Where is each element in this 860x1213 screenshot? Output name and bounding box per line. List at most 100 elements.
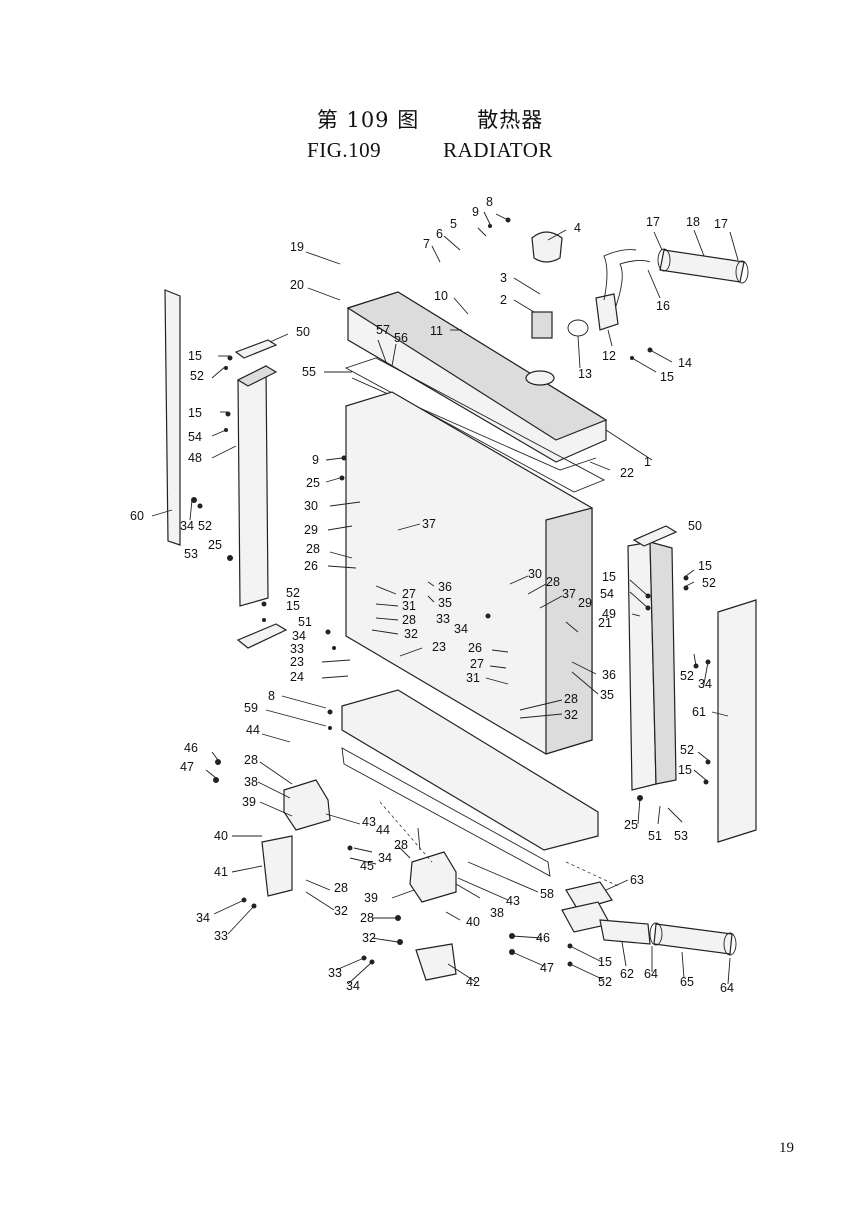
callout-28-c: 28 (546, 575, 560, 589)
leader-lines (151, 211, 739, 985)
callout-52-b: 52 (198, 519, 212, 533)
callout-17-b: 17 (714, 217, 728, 231)
callout-40-b: 40 (466, 915, 480, 929)
side-plate-right (717, 599, 757, 843)
assembly-line-2 (379, 801, 433, 863)
callout-21: 21 (598, 616, 612, 630)
callout-33-d: 33 (328, 966, 342, 980)
hose-clamp-17b (735, 260, 749, 284)
callout-7: 7 (423, 237, 430, 251)
radiator-cap (531, 231, 563, 263)
callout-15-f: 15 (698, 559, 712, 573)
callout-36-b: 36 (602, 668, 616, 682)
side-support-48-top (236, 365, 278, 387)
callout-2: 2 (500, 293, 507, 307)
callout-27-b: 27 (470, 657, 484, 671)
callout-42: 42 (466, 975, 480, 989)
callout-49: 49 (602, 607, 616, 621)
callout-43-a: 43 (362, 815, 376, 829)
callout-38-a: 38 (244, 775, 258, 789)
lower-hose (653, 923, 733, 955)
upper-tank-top (346, 291, 608, 441)
callout-30-a: 30 (304, 499, 318, 513)
upper-hose (659, 249, 745, 283)
callout-52-f: 52 (680, 743, 694, 757)
callout-25-b: 25 (208, 538, 222, 552)
callout-5: 5 (450, 217, 457, 231)
callout-43-b: 43 (506, 894, 520, 908)
lower-pipe (599, 919, 651, 945)
callout-1: 1 (644, 455, 651, 469)
callout-20: 20 (290, 278, 304, 292)
figure-name-en: RADIATOR (443, 138, 553, 162)
callout-28-a: 28 (306, 542, 320, 556)
callout-34-a: 34 (180, 519, 194, 533)
callout-59: 59 (244, 701, 258, 715)
callout-19: 19 (290, 240, 304, 254)
callout-30-b: 30 (528, 567, 542, 581)
bracket-41 (261, 835, 293, 897)
callout-22: 22 (620, 466, 634, 480)
callout-41: 41 (214, 865, 228, 879)
plate-50-right (632, 525, 678, 547)
callout-60: 60 (130, 509, 144, 523)
callout-58: 58 (540, 887, 554, 901)
callout-38-b: 38 (490, 906, 504, 920)
callout-45: 45 (360, 859, 374, 873)
callout-44-a: 44 (246, 723, 260, 737)
callout-37-a: 37 (422, 517, 436, 531)
page-number: 19 (779, 1140, 794, 1156)
callout-53-b: 53 (674, 829, 688, 843)
callout-32-b: 32 (564, 708, 578, 722)
callout-39-a: 39 (242, 795, 256, 809)
callout-11: 11 (430, 324, 443, 338)
callout-64-b: 64 (720, 981, 734, 995)
filler-neck (525, 370, 555, 386)
callout-26-a: 26 (304, 559, 318, 573)
hose-clamp-64b (723, 932, 737, 956)
lower-tank (341, 689, 599, 851)
callout-25-a: 25 (306, 476, 320, 490)
callout-18: 18 (686, 215, 700, 229)
callout-15-e: 15 (602, 570, 616, 584)
callout-52-g: 52 (598, 975, 612, 989)
callout-15-g: 15 (678, 763, 692, 777)
callout-57: 57 (376, 323, 390, 337)
callout-28-e: 28 (244, 753, 258, 767)
callout-labels: 1 2 3 4 5 6 7 8 8 9 9 10 11 12 13 14 15 … (130, 195, 734, 995)
callout-56: 56 (394, 331, 408, 345)
callout-17-a: 17 (646, 215, 660, 229)
callout-15-a: 15 (660, 370, 674, 384)
callout-12: 12 (602, 349, 616, 363)
callout-63: 63 (630, 873, 644, 887)
callout-29-a: 29 (304, 523, 318, 537)
callout-25-c: 25 (624, 818, 638, 832)
filler-part-2 (531, 311, 553, 339)
callout-24: 24 (290, 670, 304, 684)
side-plate-left (164, 289, 181, 546)
callout-51-a: 51 (298, 615, 312, 629)
callout-28-g: 28 (334, 881, 348, 895)
callout-8-lower: 8 (268, 689, 275, 703)
callout-40-a: 40 (214, 829, 228, 843)
callout-65: 65 (680, 975, 694, 989)
callout-23-a: 23 (432, 640, 446, 654)
callout-50-a: 50 (296, 325, 310, 339)
callout-34-b: 34 (454, 622, 468, 636)
side-support-48 (237, 365, 269, 607)
hose-clamp-17a (657, 248, 671, 272)
callout-15-d: 15 (286, 599, 300, 613)
callout-27-a: 27 (402, 587, 416, 601)
callout-53-a: 53 (184, 547, 198, 561)
callout-48: 48 (188, 451, 202, 465)
callout-13: 13 (578, 367, 592, 381)
figure-title-chinese: 第 109 图散热器 (0, 104, 860, 134)
callout-33-a: 33 (436, 612, 450, 626)
mount-right (409, 851, 457, 903)
callout-16: 16 (656, 299, 670, 313)
callout-52-d: 52 (702, 576, 716, 590)
callout-34-d: 34 (698, 677, 712, 691)
callout-28-f: 28 (394, 838, 408, 852)
